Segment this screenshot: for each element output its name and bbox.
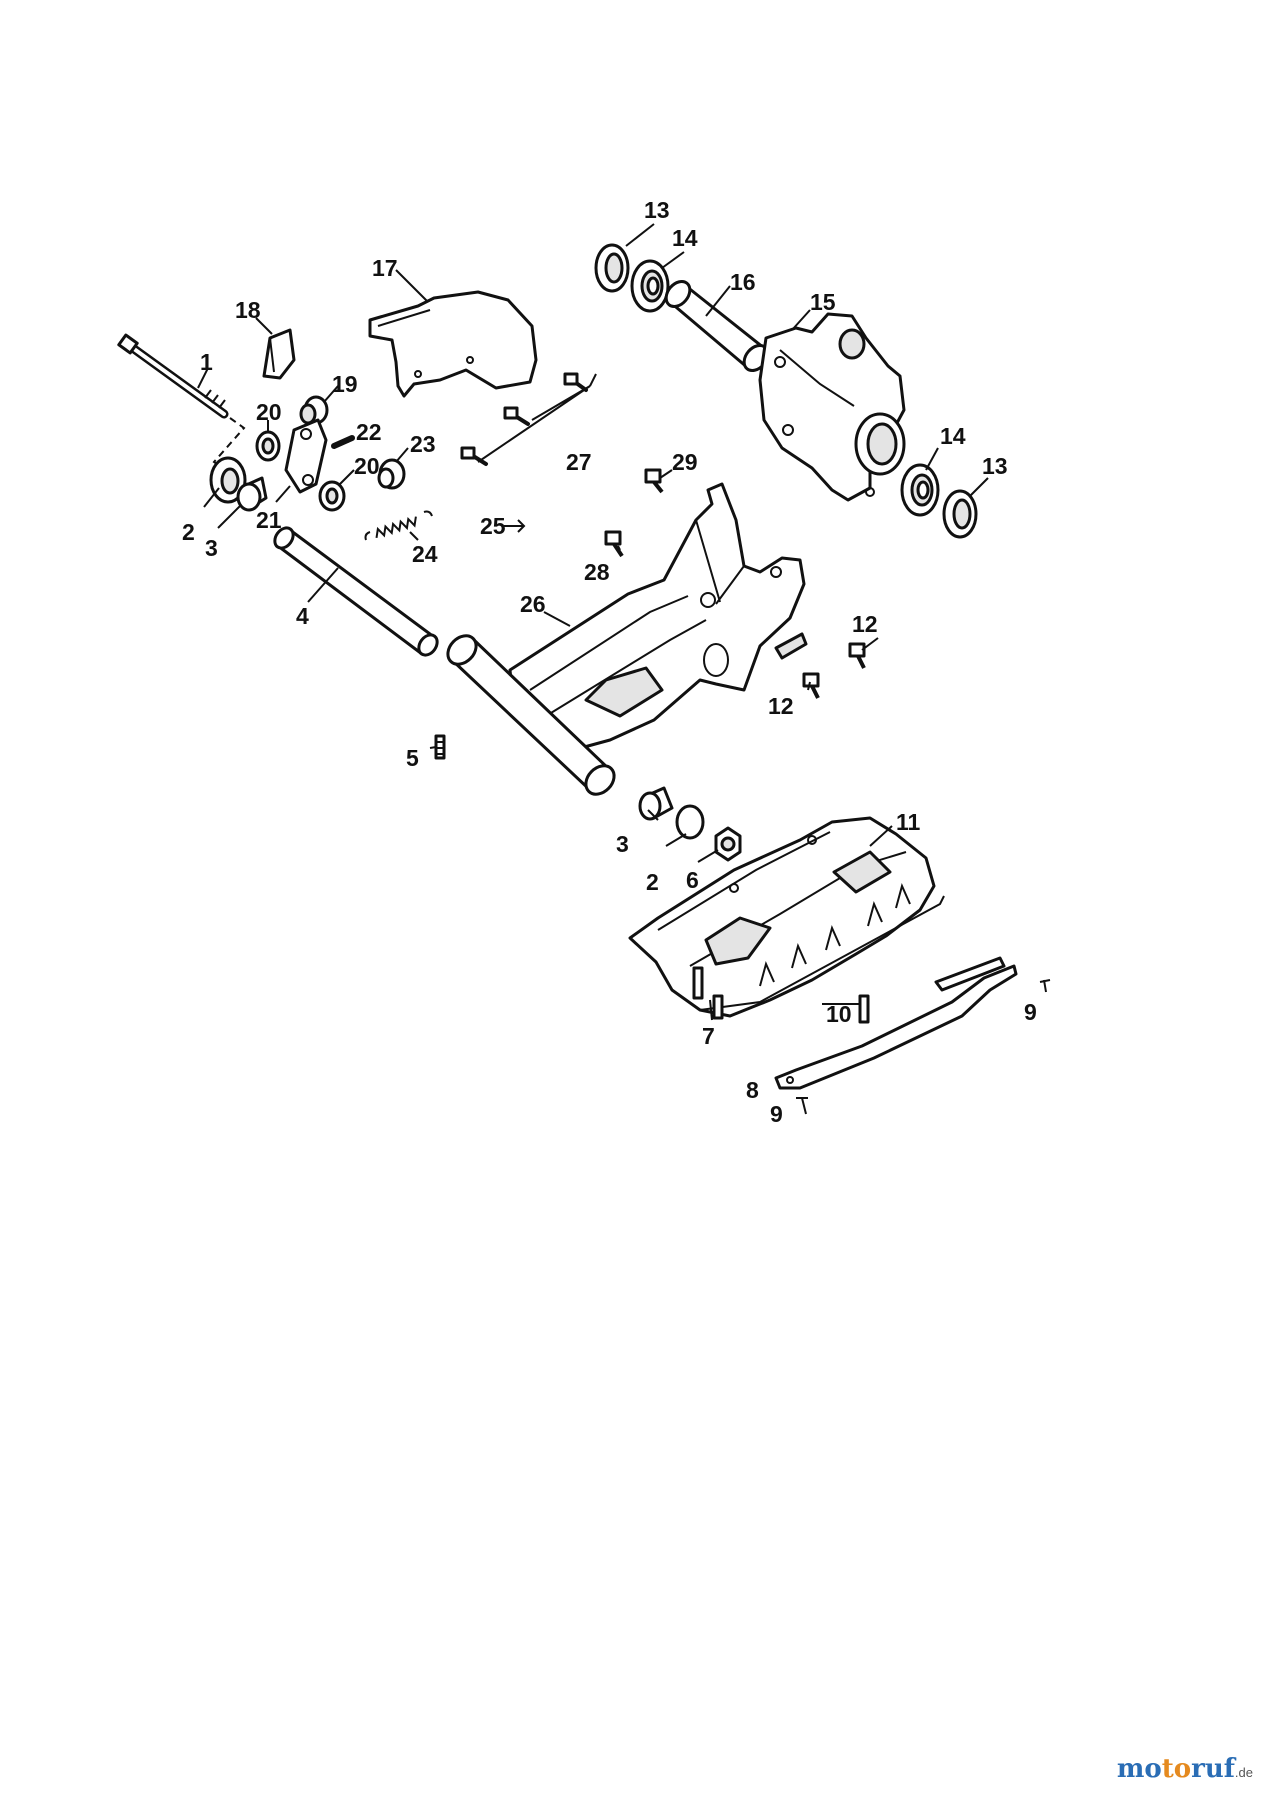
callout-26: 26	[520, 591, 546, 617]
callout-18: 18	[235, 297, 261, 323]
callout-20-lower: 20	[354, 453, 380, 479]
part-idler-arm[interactable]	[284, 418, 328, 494]
part-clip-bracket[interactable]	[262, 328, 296, 380]
watermark-part2: to	[1161, 1754, 1192, 1784]
part-bushing-left[interactable]	[236, 476, 268, 512]
part-screw-5[interactable]	[434, 734, 446, 760]
part-swing-frame[interactable]	[442, 482, 808, 800]
callout-28: 28	[584, 559, 610, 585]
callout-10: 10	[826, 1001, 852, 1027]
callout-4: 4	[296, 603, 309, 629]
part-bolt-10[interactable]	[858, 994, 870, 1024]
part-axle-housing[interactable]	[758, 312, 906, 502]
part-trim-strip[interactable]	[774, 956, 1018, 1090]
part-roller[interactable]	[377, 458, 406, 490]
callout-13-upper: 13	[644, 197, 670, 223]
callout-20-upper: 20	[256, 399, 282, 425]
callout-16: 16	[730, 269, 756, 295]
part-spacer-20-upper[interactable]	[255, 430, 281, 462]
part-bolt-long[interactable]	[117, 333, 229, 419]
callout-13-lower: 13	[982, 453, 1008, 479]
part-bolts-27[interactable]	[460, 372, 588, 466]
watermark-part1: mo	[1116, 1754, 1162, 1784]
callout-3-left: 3	[205, 535, 218, 561]
dashed-assembly-line	[212, 417, 246, 473]
part-washer-left[interactable]	[209, 456, 247, 504]
part-tube-shaft[interactable]	[271, 524, 441, 658]
callout-21: 21	[256, 507, 282, 533]
callout-8: 8	[746, 1077, 759, 1103]
part-screws-9[interactable]	[796, 979, 1051, 1115]
part-bolt-28[interactable]	[604, 530, 624, 558]
callout-2-left: 2	[182, 519, 195, 545]
callout-17: 17	[372, 255, 398, 281]
part-washer-right[interactable]	[675, 804, 705, 840]
part-spacer-top[interactable]	[299, 395, 329, 425]
callout-22: 22	[356, 419, 382, 445]
part-bushing-right[interactable]	[638, 786, 674, 821]
part-deck-bracket[interactable]	[628, 816, 945, 1018]
callout-23: 23	[410, 431, 436, 457]
callout-14-lower: 14	[940, 423, 966, 449]
callout-19: 19	[332, 371, 358, 397]
watermark-part3: ruf	[1191, 1754, 1235, 1784]
part-pin-22[interactable]	[331, 435, 355, 449]
part-belt-guard[interactable]	[368, 290, 538, 398]
part-bolt-7[interactable]	[692, 966, 724, 1020]
callout-25: 25	[480, 513, 506, 539]
part-bolts-12[interactable]	[802, 642, 866, 699]
callout-3-right: 3	[616, 831, 629, 857]
callout-7: 7	[702, 1023, 715, 1049]
part-spacer-20-lower[interactable]	[318, 480, 346, 512]
part-nut[interactable]	[714, 826, 742, 862]
part-bearing-14-lower[interactable]	[900, 463, 940, 517]
callout-27: 27	[566, 449, 592, 475]
part-bolt-29[interactable]	[644, 468, 664, 494]
part-bearing-14-upper[interactable]	[630, 259, 670, 313]
callout-11: 11	[896, 809, 921, 835]
leader-lines	[197, 223, 989, 1021]
callout-29: 29	[672, 449, 698, 475]
callout-9-bottom: 9	[770, 1101, 783, 1127]
watermark-logo: motoruf.de	[1117, 1754, 1253, 1784]
callout-15: 15	[810, 289, 836, 315]
part-seal-13-lower[interactable]	[942, 489, 978, 539]
watermark-tld: .de	[1234, 1765, 1253, 1780]
part-spring[interactable]	[364, 510, 433, 541]
part-seal-13-upper[interactable]	[594, 243, 630, 293]
callout-14-upper: 14	[672, 225, 698, 251]
callout-12-upper: 12	[852, 611, 878, 637]
callout-24: 24	[412, 541, 438, 567]
callout-6: 6	[686, 867, 699, 893]
part-pipe-sleeve[interactable]	[661, 277, 772, 375]
callout-9-right: 9	[1024, 999, 1037, 1025]
callout-labels: 1 2 2 3 3 4 5 6 7 8 9 9 10 11 12 12 13 1…	[182, 197, 1037, 1127]
callout-5: 5	[406, 745, 419, 771]
callout-12-lower: 12	[768, 693, 794, 719]
callout-2-right: 2	[646, 869, 659, 895]
callout-1: 1	[200, 349, 213, 375]
